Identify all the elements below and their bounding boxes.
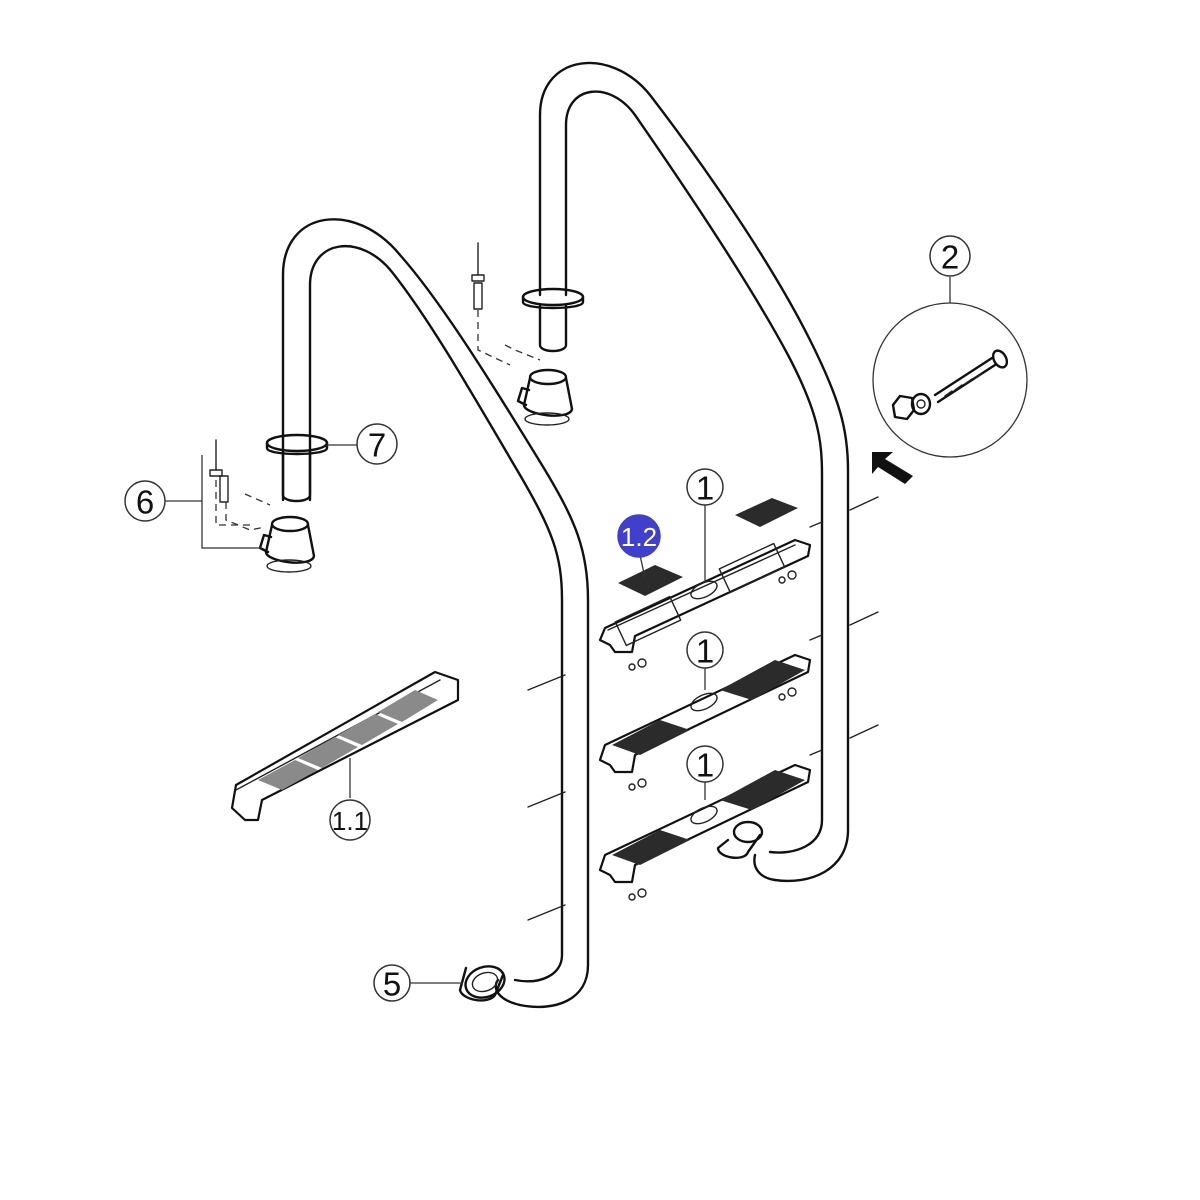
- bolt-kit-detail: [872, 302, 1028, 458]
- escutcheon-left: [265, 433, 329, 503]
- callout-step-bottom: 1: [686, 745, 724, 784]
- svg-text:1.2: 1.2: [621, 522, 657, 552]
- callout-end-cap: 5: [373, 964, 411, 1003]
- svg-text:1: 1: [696, 470, 714, 507]
- anchor-bolt-right: [471, 242, 541, 366]
- svg-text:5: 5: [383, 966, 401, 1003]
- anchor-socket-left: [258, 515, 316, 573]
- callout-escutcheon: 7: [356, 423, 398, 465]
- svg-text:1: 1: [696, 747, 714, 784]
- svg-text:7: 7: [368, 427, 386, 464]
- left-handrail: [281, 218, 590, 1009]
- svg-text:6: 6: [136, 484, 154, 521]
- step-bolts: [527, 496, 879, 921]
- svg-text:1: 1: [696, 633, 714, 670]
- callout-anti-slip-pad: 1.2: [617, 514, 661, 558]
- callout-step-spare: 1.1: [329, 799, 371, 841]
- bolt-icon: [933, 349, 1009, 404]
- callout-step-top: 1: [686, 468, 724, 507]
- step-bottom: [598, 763, 812, 901]
- callout-bolt-kit: 2: [929, 235, 971, 277]
- svg-text:2: 2: [941, 239, 959, 276]
- anchor-socket-right: [516, 368, 574, 426]
- callout-step-middle: 1: [686, 631, 724, 670]
- bolt-kit-arrow-icon: [872, 452, 913, 484]
- leader-lines: [165, 277, 951, 984]
- step-spare: [230, 670, 460, 822]
- step-top: [598, 538, 812, 671]
- step-middle: [598, 653, 812, 791]
- callout-anchor-kit: 6: [124, 480, 166, 522]
- end-cap: [458, 965, 506, 1002]
- svg-text:1.1: 1.1: [332, 806, 368, 836]
- escutcheon-right: [521, 287, 585, 353]
- anchor-bolt-left: [209, 439, 271, 531]
- right-handrail: [538, 61, 850, 883]
- anti-slip-pads: [618, 498, 798, 596]
